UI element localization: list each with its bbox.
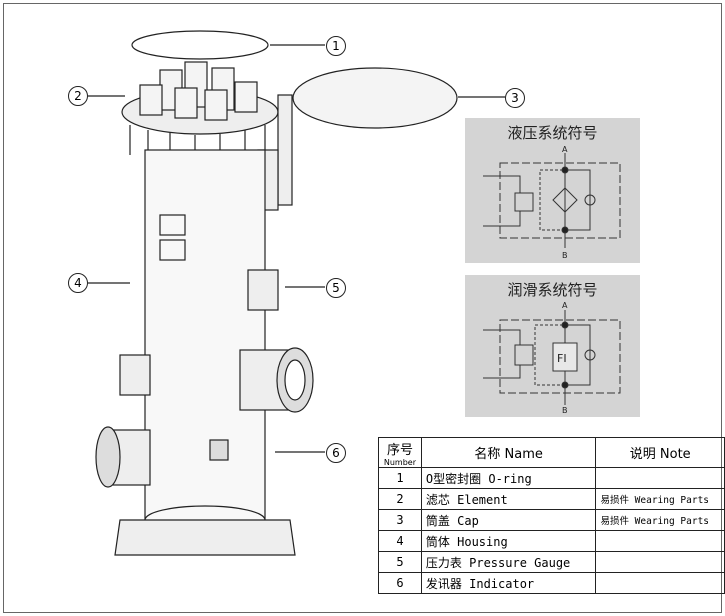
callout-4: 4: [68, 273, 88, 293]
row-number: 4: [378, 530, 422, 552]
header-name: 名称 Name: [420, 437, 597, 468]
callout-2: 2: [68, 86, 88, 106]
row-number: 5: [378, 551, 422, 573]
port-b-label: B: [562, 251, 568, 260]
lubrication-symbol-title: 润滑系统符号: [507, 281, 598, 299]
row-name: 筒盖 Cap: [420, 509, 597, 531]
frame: [3, 3, 722, 613]
fi-label: FI: [557, 352, 567, 365]
outlet-flange: [239, 347, 314, 413]
row-name: 发讯器 Indicator: [420, 572, 597, 594]
row-note: [595, 467, 725, 489]
base-plate: [114, 519, 296, 556]
row-name: 压力表 Pressure Gauge: [420, 551, 597, 573]
port-b-label: B: [562, 406, 568, 415]
row-note: 易损件 Wearing Parts: [595, 488, 725, 510]
callout-1: 1: [326, 36, 346, 56]
row-number: 2: [378, 488, 422, 510]
row-name: 筒体 Housing: [420, 530, 597, 552]
row-note: [595, 530, 725, 552]
row-number: 3: [378, 509, 422, 531]
indicator: [209, 439, 229, 461]
row-number: 1: [378, 467, 422, 489]
inlet-flange: [95, 426, 151, 488]
header-note: 说明 Note: [595, 437, 725, 468]
port-a-label: A: [562, 145, 568, 154]
lubrication-symbol-panel: FI A B 润滑系统符号: [465, 275, 640, 417]
hydraulic-symbol: A B: [483, 145, 621, 260]
lubrication-symbol: FI A B: [483, 301, 621, 415]
cap: [292, 67, 458, 129]
row-number: 6: [378, 572, 422, 594]
filter-elements: [139, 61, 258, 121]
port-a-label: A: [562, 301, 568, 310]
row-note: 易损件 Wearing Parts: [595, 509, 725, 531]
row-name: O型密封圈 O-ring: [420, 467, 597, 489]
hydraulic-symbol-panel: A B 液压系统符号: [465, 118, 640, 263]
row-note: [595, 551, 725, 573]
row-name: 滤芯 Element: [420, 488, 597, 510]
pressure-gauge: [247, 269, 279, 311]
callout-5: 5: [326, 278, 346, 298]
callout-3: 3: [505, 88, 525, 108]
callout-6: 6: [326, 443, 346, 463]
housing: [144, 149, 266, 521]
hydraulic-symbol-title: 液压系统符号: [507, 124, 598, 142]
row-note: [595, 572, 725, 594]
o-ring: [131, 30, 269, 60]
